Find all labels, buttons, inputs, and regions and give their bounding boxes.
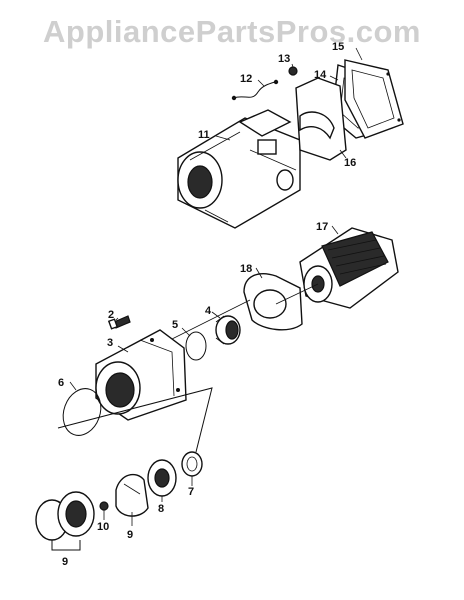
callout-14: 14 xyxy=(314,69,327,81)
callout-6: 6 xyxy=(58,377,64,389)
mounting-screw xyxy=(107,315,131,330)
lock-screw xyxy=(99,501,109,511)
end-cover xyxy=(344,59,404,139)
spindle-flange xyxy=(35,491,95,541)
callout-11: 11 xyxy=(198,129,210,141)
gear-housing xyxy=(95,329,187,421)
callout-3: 3 xyxy=(107,337,113,349)
o-ring-small xyxy=(185,331,207,361)
baffle-shield xyxy=(295,77,347,161)
callout-5: 5 xyxy=(172,319,178,331)
pinion-gear xyxy=(215,315,241,345)
snap-ring xyxy=(181,451,203,477)
clamp-nut xyxy=(115,473,149,517)
wire-lead xyxy=(231,79,279,101)
callout-10: 10 xyxy=(97,521,109,533)
callout-12: 12 xyxy=(240,73,252,85)
screw xyxy=(288,66,298,76)
fan-baffle xyxy=(243,273,303,331)
callout-9-clamp: 9 xyxy=(127,529,133,541)
callout-9-flange: 9 xyxy=(62,556,68,568)
callout-8: 8 xyxy=(158,503,164,515)
callout-2: 2 xyxy=(108,309,114,321)
motor-housing xyxy=(177,109,301,229)
o-ring-large xyxy=(62,388,102,436)
callout-18: 18 xyxy=(240,263,252,275)
callout-17: 17 xyxy=(316,221,328,233)
callout-16: 16 xyxy=(344,157,356,169)
callout-4: 4 xyxy=(205,305,212,317)
armature-assembly xyxy=(299,227,399,309)
callout-7: 7 xyxy=(188,486,194,498)
callout-13: 13 xyxy=(278,53,290,65)
ball-bearing xyxy=(147,459,177,497)
callout-15: 15 xyxy=(332,41,344,53)
